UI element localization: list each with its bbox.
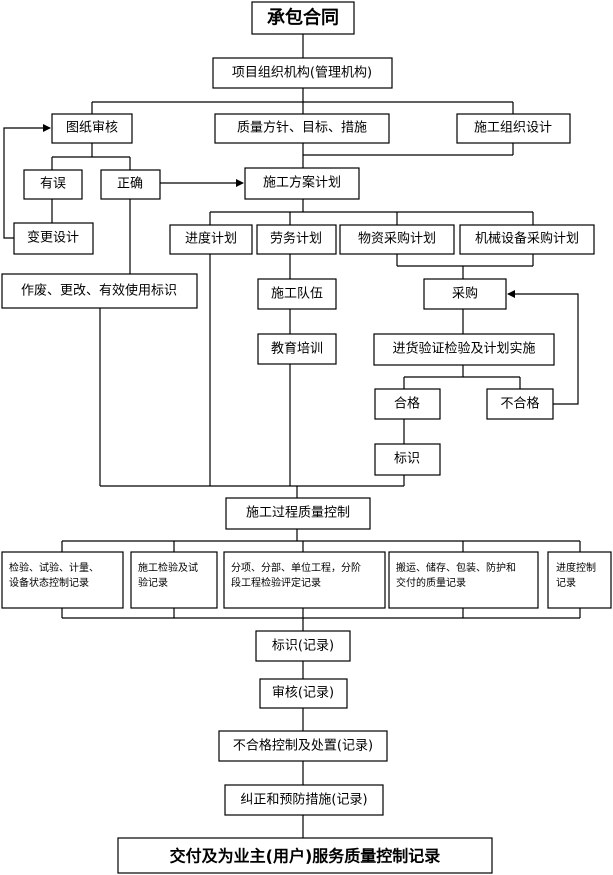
node-quality-policy: 质量方针、目标、措施 — [214, 113, 390, 144]
node-delivery-record-label: 交付及为业主(用户)服务质量控制记录 — [170, 847, 441, 866]
node-construction-org-design: 施工组织设计 — [456, 113, 571, 144]
node-team: 施工队伍 — [257, 278, 337, 310]
node-rec-progress-label-1: 进度控制 — [556, 561, 596, 574]
node-rec-evaluation: 分项、分部、单位工程，分阶 段工程检验评定记录 — [223, 551, 386, 609]
node-rec-handling-label-1: 搬运、储存、包装、防护和 — [396, 561, 516, 574]
node-team-label: 施工队伍 — [271, 287, 323, 302]
node-process-control: 施工过程质量控制 — [225, 497, 371, 530]
node-nonconform-record: 不合格控制及处置(记录) — [218, 730, 388, 762]
node-delivery-record: 交付及为业主(用户)服务质量控制记录 — [117, 837, 493, 874]
node-rec-inspection-label-1: 检验、试验、计量、 — [9, 561, 99, 574]
node-construction-plan-label: 施工方案计划 — [263, 175, 341, 191]
node-rec-evaluation-label-2: 段工程检验评定记录 — [231, 576, 321, 589]
node-mark-label: 标识 — [394, 452, 420, 467]
node-equipment-plan-label: 机械设备采购计划 — [475, 231, 579, 247]
node-org-label: 项目组织机构(管理机构) — [232, 66, 372, 81]
node-rec-handling: 搬运、储存、包装、防护和 交付的质量记录 — [388, 551, 539, 609]
node-review-record-label: 审核(记录) — [272, 686, 334, 701]
node-construction-org-design-label: 施工组织设计 — [474, 121, 552, 136]
node-qualified: 合格 — [374, 388, 441, 420]
node-org: 项目组织机构(管理机构) — [212, 57, 393, 89]
node-mark-record: 标识(记录) — [255, 630, 351, 662]
node-rec-test-label-2: 验记录 — [138, 576, 168, 589]
node-has-error-label: 有误 — [40, 177, 66, 192]
node-training: 教育培训 — [257, 333, 337, 365]
node-mark-record-label: 标识(记录) — [272, 639, 334, 654]
node-schedule-plan-label: 进度计划 — [185, 231, 237, 247]
connectors — [3, 34, 581, 838]
node-process-control-label: 施工过程质量控制 — [246, 506, 350, 521]
node-unqualified: 不合格 — [486, 388, 554, 420]
node-purchase-label: 采购 — [452, 286, 478, 302]
node-drawing-review: 图纸审核 — [51, 113, 133, 144]
node-review-record: 审核(记录) — [259, 678, 348, 709]
node-correct: 正确 — [100, 169, 161, 200]
node-corrective-record: 纠正和预防措施(记录) — [224, 784, 384, 816]
node-drawing-review-label: 图纸审核 — [66, 121, 118, 136]
node-contract: 承包合同 — [251, 1, 355, 35]
node-rec-inspection-label-2: 设备状态控制记录 — [9, 576, 89, 589]
node-construction-plan: 施工方案计划 — [244, 167, 360, 200]
node-incoming-inspection-label: 进货验证检验及计划实施 — [392, 341, 535, 357]
node-rec-handling-label-2: 交付的质量记录 — [396, 576, 466, 589]
node-material-plan: 物资采购计划 — [339, 224, 455, 255]
node-rec-progress-label-2: 记录 — [556, 577, 576, 589]
node-obsolete-mark-label: 作废、更改、有效使用标识 — [21, 283, 177, 299]
node-rec-progress: 进度控制 记录 — [547, 551, 612, 609]
node-correct-label: 正确 — [117, 177, 143, 192]
node-obsolete-mark: 作废、更改、有效使用标识 — [1, 273, 198, 309]
node-rec-evaluation-label-1: 分项、分部、单位工程，分阶 — [231, 561, 361, 574]
node-quality-policy-label: 质量方针、目标、措施 — [237, 120, 367, 136]
node-rec-inspection: 检验、试验、计量、 设备状态控制记录 — [1, 551, 124, 609]
node-qualified-label: 合格 — [394, 396, 420, 412]
node-labor-plan: 劳务计划 — [256, 224, 337, 255]
node-mark: 标识 — [374, 443, 441, 476]
node-contract-label: 承包合同 — [267, 7, 339, 29]
node-change-design-label: 变更设计 — [27, 230, 79, 246]
node-purchase: 采购 — [423, 278, 507, 310]
node-nonconform-record-label: 不合格控制及处置(记录) — [233, 738, 373, 754]
node-incoming-inspection: 进货验证检验及计划实施 — [373, 333, 555, 366]
node-schedule-plan: 进度计划 — [169, 224, 253, 255]
node-training-label: 教育培训 — [271, 341, 323, 357]
node-has-error: 有误 — [23, 169, 83, 200]
node-labor-plan-label: 劳务计划 — [270, 231, 322, 247]
node-unqualified-label: 不合格 — [500, 396, 539, 412]
node-material-plan-label: 物资采购计划 — [358, 231, 436, 247]
node-change-design: 变更设计 — [13, 222, 94, 255]
node-equipment-plan: 机械设备采购计划 — [459, 224, 595, 255]
node-rec-test-label-1: 施工检验及试 — [138, 561, 198, 574]
node-corrective-record-label: 纠正和预防措施(记录) — [240, 792, 367, 808]
node-rec-test: 施工检验及试 验记录 — [130, 551, 218, 609]
